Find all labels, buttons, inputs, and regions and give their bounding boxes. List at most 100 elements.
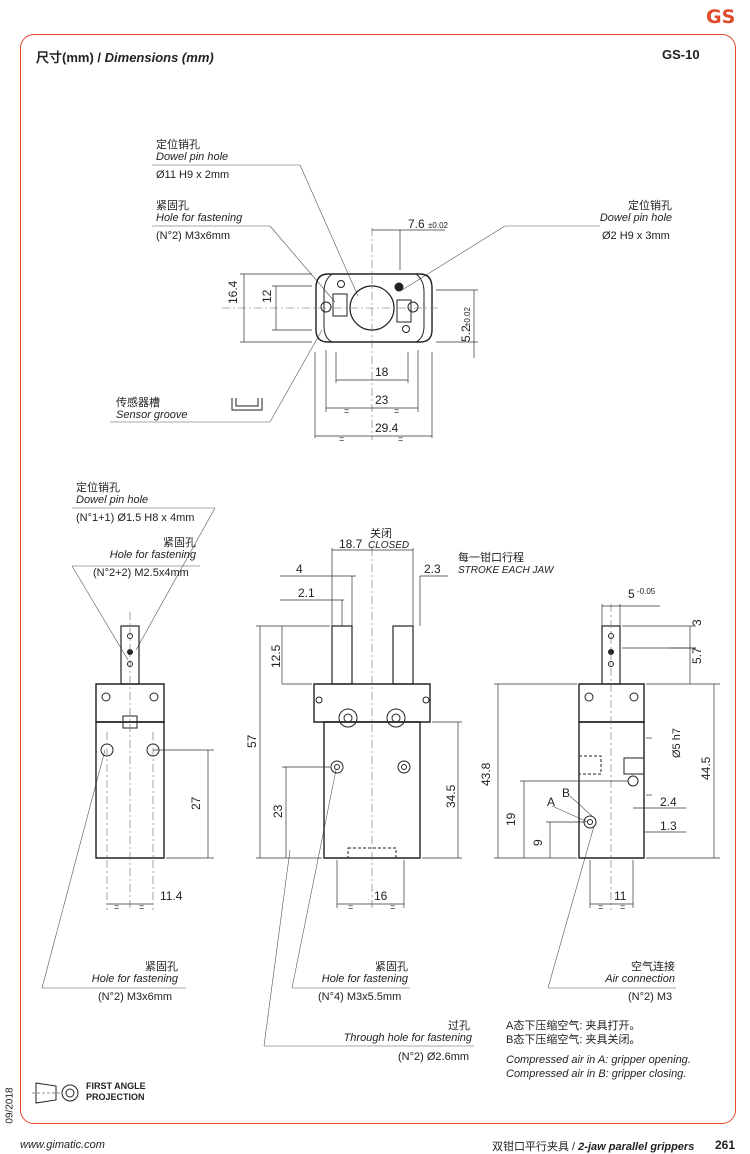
note-en-b: Compressed air in B: gripper closing. [506, 1068, 687, 1080]
fv-stroke-en: STROKE EACH JAW [458, 565, 555, 576]
dim-19: 19 [504, 812, 518, 826]
page-title: 尺寸(mm) / Dimensions (mm) [36, 47, 214, 66]
eq-mark: = [339, 434, 344, 444]
dim-5-2: 5.2 [459, 325, 473, 342]
tv-fastening-spec: (N°2) M3x6mm [156, 230, 230, 242]
dim-2-1: 2.1 [298, 586, 315, 600]
eq-mark: = [620, 902, 625, 912]
eq-mark: = [114, 902, 119, 912]
footer-en: 2-jaw parallel grippers [578, 1141, 695, 1153]
eq-mark: = [394, 406, 399, 416]
eq-mark: = [398, 434, 403, 444]
dim-1-3: 1.3 [660, 819, 677, 833]
note-en-a: Compressed air in A: gripper opening. [506, 1054, 691, 1066]
sl-dowel-spec: (N°1+1) Ø1.5 H8 x 4mm [76, 512, 194, 524]
dim-44-5: 44.5 [699, 756, 713, 780]
sr-air-cn: 空气连接 [631, 959, 675, 973]
tv-sensor-cn: 传感器槽 [116, 396, 160, 409]
model-code: GS-10 [662, 47, 700, 62]
dim-23-front: 23 [271, 804, 285, 818]
eq-mark: = [139, 902, 144, 912]
eq-mark: = [598, 902, 603, 912]
dim-27: 27 [189, 796, 203, 810]
dim-3: 3 [690, 619, 704, 626]
brand-logo: GS [706, 6, 736, 28]
dim-11: 11 [614, 889, 627, 903]
side-view-right [494, 604, 720, 989]
sl-dowel-en: Dowel pin hole [76, 494, 148, 506]
dim-43-8: 43.8 [479, 762, 493, 786]
fv-stroke-cn: 每一钳口行程 [458, 550, 524, 564]
tv-fastening-en: Hole for fastening [156, 212, 243, 224]
dim-2-4: 2.4 [660, 795, 677, 809]
eq-mark: = [344, 406, 349, 416]
sl-bottom-fastening-cn: 紧固孔 [145, 960, 178, 973]
dim-5-7: 5.7 [690, 647, 704, 664]
notes-en: Compressed air in A: gripper opening. Co… [506, 1053, 691, 1081]
dim-16: 16 [374, 889, 388, 903]
fv-fastening-en: Hole for fastening [322, 973, 409, 985]
sr-air-en: Air connection [604, 973, 675, 985]
sl-fastening-cn: 紧固孔 [163, 536, 196, 549]
sl-bottom-fastening-spec: (N°2) M3x6mm [98, 991, 172, 1003]
website-link[interactable]: www.gimatic.com [20, 1139, 105, 1151]
title-unit: (mm) / [62, 50, 105, 65]
note-cn-a: A态下压缩空气: 夹具打开。 [506, 1020, 641, 1032]
side-view-left [41, 507, 216, 989]
notes-cn: A态下压缩空气: 夹具打开。 B态下压缩空气: 夹具关闭。 [506, 1019, 640, 1047]
projection-line2: PROJECTION [86, 1092, 145, 1102]
note-cn-b: B态下压缩空气: 夹具关闭。 [506, 1034, 641, 1046]
sl-bottom-fastening-en: Hole for fastening [92, 973, 179, 985]
fv-closed-en: CLOSED [368, 540, 409, 551]
front-view [256, 548, 474, 1047]
fv-fastening-spec: (N°4) M3x5.5mm [318, 991, 401, 1003]
dim-23-top: 23 [375, 393, 389, 407]
page-frame [20, 34, 736, 1124]
sl-fastening-en: Hole for fastening [110, 549, 197, 561]
fv-through-en: Through hole for fastening [344, 1032, 473, 1044]
dim-18-7: 18.7 [339, 537, 363, 551]
footer-cn: 双钳口平行夹具 / [492, 1141, 579, 1153]
footer-product: 双钳口平行夹具 / 2-jaw parallel grippers [492, 1138, 694, 1154]
eq-mark: = [348, 902, 353, 912]
dim-5-2-tol: ±0.02 [463, 306, 472, 327]
dim-5-tol: -0.05 [637, 587, 656, 596]
top-view [110, 164, 600, 440]
eq-mark: = [390, 902, 395, 912]
tv-dowel-right-spec: Ø2 H9 x 3mm [602, 230, 670, 242]
dim-9: 9 [531, 839, 545, 846]
dim-29-4: 29.4 [375, 421, 399, 435]
tv-sensor-en: Sensor groove [116, 409, 188, 421]
fv-closed-cn: 关闭 [370, 526, 392, 540]
sl-fastening-spec: (N°2+2) M2.5x4mm [93, 567, 189, 579]
sl-dowel-cn: 定位销孔 [76, 480, 120, 494]
tv-fastening-cn: 紧固孔 [156, 199, 189, 212]
projection-line1: FIRST ANGLE [86, 1081, 146, 1091]
page-number: 261 [715, 1138, 736, 1152]
label-a: A [547, 795, 555, 809]
dim-2-3: 2.3 [424, 562, 441, 576]
dim-5-h7: Ø5 h7 [671, 728, 683, 758]
fv-through-cn: 过孔 [448, 1019, 470, 1032]
dim-4: 4 [296, 562, 303, 576]
first-angle-projection-icon [32, 1082, 79, 1104]
title-cn: 尺寸 [36, 50, 63, 65]
fv-through-spec: (N°2) Ø2.6mm [398, 1051, 469, 1063]
projection-label: FIRST ANGLE PROJECTION [86, 1081, 146, 1103]
dim-12-5: 12.5 [269, 644, 283, 668]
tv-dowel-left-cn: 定位销孔 [156, 137, 200, 151]
dim-5: 5 [628, 587, 635, 601]
tv-dowel-left-spec: Ø11 H9 x 2mm [156, 169, 229, 181]
dim-12: 12 [260, 289, 274, 303]
sr-air-spec: (N°2) M3 [628, 991, 672, 1003]
tv-dowel-right-en: Dowel pin hole [600, 212, 672, 224]
dim-18: 18 [375, 365, 389, 379]
fv-fastening-cn: 紧固孔 [375, 960, 408, 973]
title-en: Dimensions (mm) [104, 50, 214, 65]
label-b: B [562, 786, 570, 800]
dim-57: 57 [245, 734, 259, 748]
dim-7-6: 7.6 [408, 217, 425, 231]
tv-dowel-left-en: Dowel pin hole [156, 151, 228, 163]
print-date: 09/2018 [4, 1087, 16, 1124]
dim-16-4: 16.4 [226, 280, 240, 304]
